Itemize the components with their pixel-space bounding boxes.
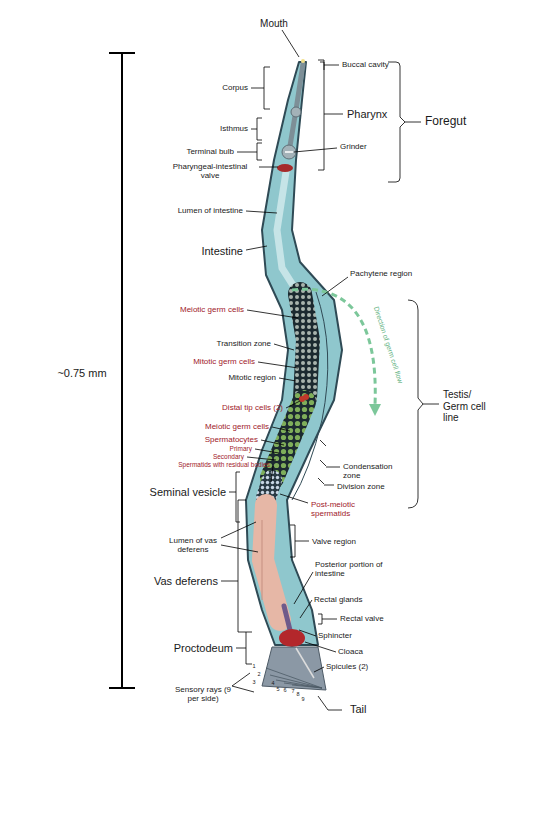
part-label: Division zone — [337, 482, 385, 491]
vas-deferens — [263, 505, 280, 620]
part-label: Post-meiotic spermatids — [311, 500, 369, 518]
intestine-lumen — [277, 172, 296, 290]
part-label: Lumen of intestine — [178, 206, 243, 215]
cloaca — [279, 629, 305, 647]
part-label: Pharynx — [347, 108, 387, 121]
part-label: 5 — [276, 686, 279, 692]
pharynx — [289, 64, 303, 152]
part-label: Secondary — [213, 453, 244, 460]
spermatocytes — [272, 402, 304, 478]
part-label: Transition zone — [217, 339, 271, 348]
valve — [277, 164, 293, 172]
part-label: Meiotic germ cells — [205, 422, 269, 431]
part-label: Vas deferens — [154, 575, 218, 588]
part-label: 3 — [252, 679, 255, 685]
part-label: Pachytene region — [350, 269, 412, 278]
part-label: Testis/ Germ cell line — [443, 389, 493, 424]
part-label: Foregut — [425, 115, 466, 129]
part-label: Corpus — [222, 83, 248, 92]
part-label: Pharyngeal-intestinal valve — [164, 162, 256, 180]
germ-line — [300, 294, 308, 398]
part-label: Posterior portion of intestine — [315, 560, 385, 578]
worm-body — [246, 62, 342, 645]
part-label: 2 — [257, 671, 260, 677]
part-label: Mitotic germ cells — [193, 357, 255, 366]
part-label: Spicules (2) — [326, 662, 368, 671]
tail-fan — [262, 647, 326, 690]
part-label: 6 — [283, 687, 286, 693]
part-label: ~0.75 mm — [57, 367, 106, 380]
part-label: Buccal cavity — [342, 60, 389, 69]
part-label: Proctodeum — [174, 642, 233, 655]
part-label: Seminal vesicle — [150, 486, 226, 499]
part-label: Mitotic region — [228, 373, 276, 382]
part-label: Direction of germ cell flow — [372, 306, 404, 385]
part-label: 7 — [291, 688, 294, 694]
part-label: Condensation zone — [343, 462, 401, 480]
part-label: 8 — [296, 691, 299, 697]
part-label: Intestine — [201, 245, 243, 258]
leader-lines — [221, 30, 439, 710]
part-label: Terminal bulb — [186, 147, 234, 156]
part-label: Sphincter — [318, 631, 352, 640]
part-label: Rectal valve — [340, 614, 384, 623]
part-label: Isthmus — [220, 124, 248, 133]
part-label: 4 — [271, 680, 274, 686]
part-label: Spermatids with residual bodies — [178, 461, 270, 468]
part-label: Meiotic germ cells — [180, 305, 244, 314]
part-label: Grinder — [340, 142, 367, 151]
part-label: Valve region — [312, 537, 356, 546]
part-label: Primary — [230, 445, 252, 452]
part-label: 9 — [301, 696, 304, 702]
scale-bar — [109, 53, 135, 688]
part-label: Rectal glands — [314, 595, 362, 604]
part-label: Sensory rays (9 per side) — [174, 685, 232, 703]
part-label: Tail — [350, 703, 367, 716]
part-label: Cloaca — [338, 647, 363, 656]
part-label: Mouth — [260, 18, 288, 30]
part-label: Spermatocytes — [205, 435, 258, 444]
part-label: Lumen of vas deferens — [167, 536, 219, 554]
part-label: 1 — [252, 663, 255, 669]
part-label: Distal tip cells (2) — [222, 403, 283, 412]
